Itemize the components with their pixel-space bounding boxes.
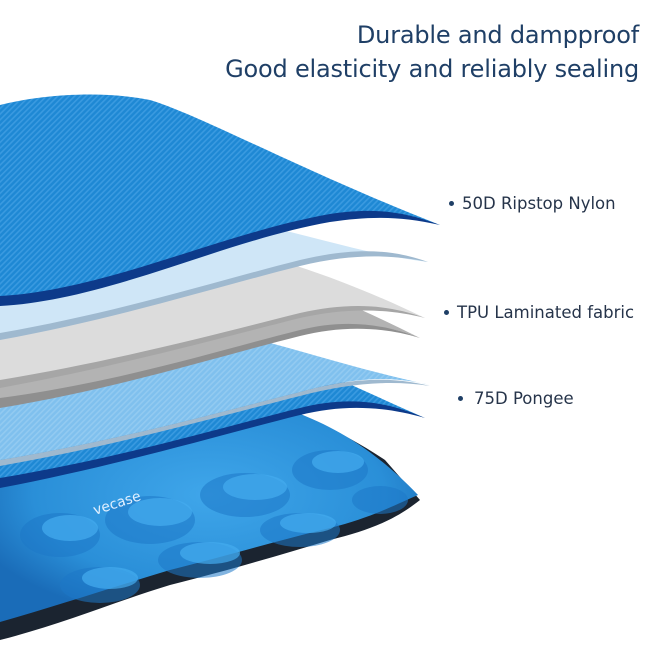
layer-label-text: TPU Laminated fabric — [457, 303, 635, 322]
layer-label-text: 75D Pongee — [474, 389, 574, 408]
layer-label-pongee: 75D Pongee — [458, 389, 574, 408]
layer-label-text: 50D Ripstop Nylon — [462, 194, 616, 213]
inflatable-pad: vecase — [0, 410, 420, 640]
headline-line-2: Good elasticity and reliably sealing — [225, 55, 639, 83]
layer-label-tpu-laminated: TPU Laminated fabric — [444, 303, 634, 322]
headline: Durable and dampproof Good elasticity an… — [225, 18, 639, 86]
headline-line-1: Durable and dampproof — [356, 21, 639, 49]
bullet-dot-icon — [458, 396, 463, 401]
bullet-dot-icon — [449, 201, 454, 206]
film-layer — [0, 225, 428, 340]
bullet-dot-icon — [444, 310, 449, 315]
tpu-layer — [0, 250, 425, 408]
ripstop-nylon-layer — [0, 94, 440, 306]
layer-label-ripstop-nylon: 50D Ripstop Nylon — [449, 194, 616, 213]
